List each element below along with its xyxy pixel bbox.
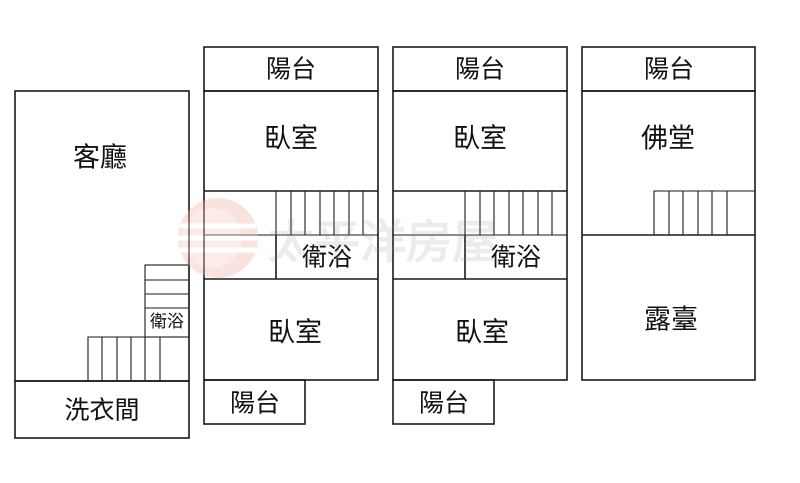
floor-4-balcony-top-label: 陽台 — [644, 55, 694, 84]
floor-2-bedroom-top-label: 臥室 — [264, 124, 318, 155]
floor-2: 陽台 臥室 衛浴 臥室 陽台 — [203, 46, 379, 425]
floor-3-bedroom-top-label: 臥室 — [453, 124, 507, 155]
floor-2-bedroom-bottom-label: 臥室 — [268, 318, 322, 349]
watermark: 太平洋房屋 — [178, 198, 498, 278]
laundry-label: 洗衣間 — [64, 396, 139, 425]
floor-3-bedroom-bottom-label: 臥室 — [455, 318, 509, 349]
floor-2-balcony-bottom — [203, 379, 306, 425]
floor-1: 客廳 衛浴 洗衣間 — [14, 90, 190, 439]
watermark-text: 太平洋房屋 — [268, 215, 498, 269]
floor-3-balcony-bottom — [392, 379, 495, 425]
floor-4: 陽台 佛堂 露臺 — [581, 46, 756, 381]
floor-3: 陽台 臥室 衛浴 臥室 陽台 — [392, 46, 568, 425]
floor-1-stairs-lower — [87, 336, 189, 381]
floor-2-balcony-bottom-label: 陽台 — [230, 389, 280, 418]
floor-2-balcony-top-label: 陽台 — [266, 55, 316, 84]
floor-3-balcony-bottom-label: 陽台 — [419, 389, 469, 418]
floor-3-stairs — [393, 191, 567, 236]
floor-2-stairs — [204, 191, 378, 236]
floor-2-bathroom-label: 衛浴 — [302, 243, 352, 272]
shrine-room-label: 佛堂 — [641, 124, 695, 155]
floor-3-bathroom-label: 衛浴 — [491, 243, 541, 272]
floor-3-balcony-top-label: 陽台 — [455, 55, 505, 84]
floor-1-bathroom-label: 衛浴 — [150, 312, 184, 332]
watermark-logo-icon — [178, 198, 258, 278]
terrace-label: 露臺 — [644, 305, 698, 336]
floor-4-stairs — [653, 190, 755, 235]
living-room-label: 客廳 — [73, 143, 127, 174]
